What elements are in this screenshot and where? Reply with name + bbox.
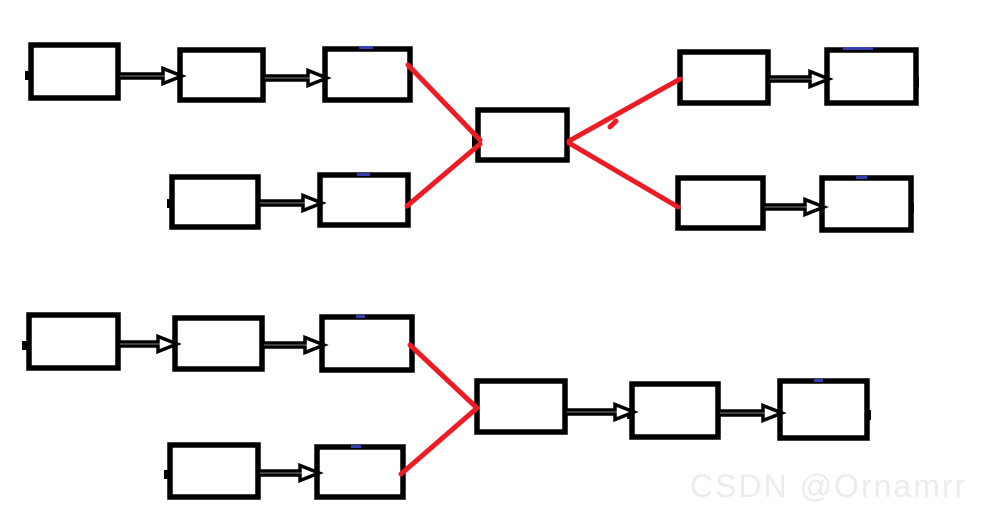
blue-tick	[856, 176, 867, 179]
watermark: CSDN @Ornamrr	[690, 468, 967, 504]
top-listD-tail-stub	[909, 203, 914, 213]
top-link-b2-shared	[404, 141, 483, 209]
bottom-merging-lists	[22, 312, 871, 500]
top-red-speck	[607, 118, 619, 130]
top-listC-node2	[824, 47, 919, 106]
top-listA-node3	[322, 46, 413, 103]
bottom-arrow-m2-m3	[716, 402, 787, 424]
blue-tick	[359, 46, 373, 49]
blue-tick	[843, 47, 873, 50]
bottom-arrow-a1-a2	[116, 333, 182, 355]
bottom-link-a3-merge	[407, 342, 480, 411]
top-listB-node1	[169, 174, 261, 230]
bottom-merge-node1	[474, 378, 568, 435]
bottom-listA-head-stub	[22, 341, 29, 350]
top-listC-node1	[677, 49, 771, 106]
bottom-arrow-a2-a3	[260, 334, 329, 356]
bottom-listA-node1	[26, 312, 121, 371]
top-link-shared-d1	[566, 140, 681, 210]
bottom-listA-node2	[172, 315, 265, 372]
bottom-merge-node2	[629, 381, 721, 440]
bottom-merge3-tail-stub	[865, 410, 871, 420]
bottom-link-b2-merge	[398, 405, 480, 477]
top-arrow-d1-d2	[761, 196, 829, 218]
bottom-arrow-m1-m2	[563, 401, 639, 423]
bottom-listB-node1	[167, 442, 261, 500]
top-listC-tail-stub	[914, 77, 919, 87]
top-arrow-c1-c2	[766, 68, 834, 90]
bottom-merge-node3	[777, 378, 870, 441]
top-arrow-a1-a2	[116, 65, 187, 87]
top-listD-node2	[819, 175, 914, 233]
bottom-listA-node3	[319, 314, 415, 373]
bottom-listB-head-stub	[164, 470, 171, 479]
blue-tick	[814, 379, 823, 382]
top-arrow-a2-a3	[261, 67, 332, 89]
blue-tick	[357, 173, 370, 176]
top-listA-node2	[177, 47, 266, 103]
top-listA-head-stub	[25, 71, 32, 80]
top-link-a3-shared	[405, 62, 483, 143]
blue-tick	[351, 445, 361, 448]
top-shared-left-stub	[472, 132, 480, 147]
top-arrow-b1-b2	[256, 192, 327, 214]
top-listD-node1	[675, 175, 766, 231]
top-crossing-lists	[25, 42, 919, 233]
blue-tick	[356, 315, 365, 318]
top-listB-node2	[317, 172, 411, 228]
top-link-shared-c1	[566, 76, 683, 144]
bottom-arrow-b1-b2	[256, 462, 324, 484]
top-shared-node	[475, 107, 570, 163]
bottom-listB-node2	[314, 444, 406, 500]
top-listB-head-stub	[167, 199, 174, 208]
top-listA-node1	[28, 42, 121, 101]
